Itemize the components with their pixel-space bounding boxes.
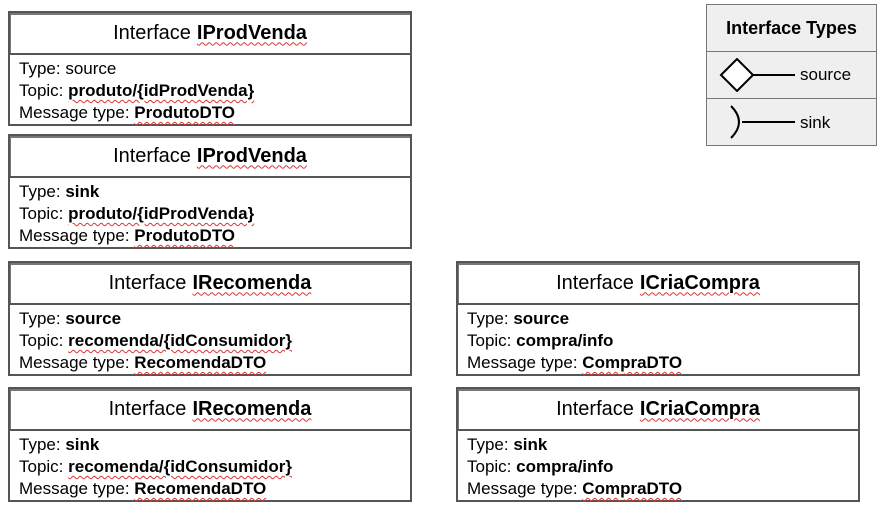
interface-card-iprodvenda-source: Interface IProdVenda Type: source Topic:… [8,11,412,126]
topic-label: Topic: [19,331,64,350]
interface-card-irecomenda-source: Interface IRecomenda Type: source Topic:… [8,261,412,376]
topic-row: Topic: recomenda/{idConsumidor} [19,456,410,478]
type-label: Type: [467,435,509,454]
legend-item-source: source [707,52,876,99]
card-title: Interface IRecomenda [10,263,410,305]
type-label: Type: [19,309,61,328]
card-title: Interface IProdVenda [10,136,410,178]
topic-label: Topic: [467,331,512,350]
interface-types-legend: Interface Types source sink [706,4,877,146]
type-label: Type: [467,309,509,328]
message-value: CompraDTO [582,479,683,498]
title-prefix: Interface [113,144,191,167]
interface-card-icriacompra-sink: Interface ICriaCompra Type: sink Topic: … [456,387,860,502]
legend-label-source: source [800,65,852,84]
type-row: Type: source [19,308,410,330]
message-value: RecomendaDTO [134,479,267,498]
title-name: IProdVenda [196,144,307,167]
topic-label: Topic: [19,204,64,223]
topic-value: recomenda/{idConsumidor} [68,331,293,350]
type-value: source [65,309,122,328]
type-row: Type: sink [19,434,410,456]
topic-label: Topic: [467,457,512,476]
message-row: Message type: CompraDTO [467,478,858,500]
interface-card-iprodvenda-sink: Interface IProdVenda Type: sink Topic: p… [8,134,412,249]
topic-row: Topic: compra/info [467,330,858,352]
message-value: CompraDTO [582,353,683,372]
title-prefix: Interface [113,21,191,44]
type-row: Type: source [467,308,858,330]
message-value: ProdutoDTO [134,226,236,245]
chevron-connector-icon [730,105,795,139]
topic-value: compra/info [516,457,614,476]
title-prefix: Interface [108,271,187,294]
topic-value: produto/{idProdVenda} [68,204,255,223]
type-value: source [513,309,570,328]
type-row: Type: sink [467,434,858,456]
card-title: Interface IProdVenda [10,13,410,55]
title-name: ICriaCompra [639,271,760,294]
message-row: Message type: CompraDTO [467,352,858,374]
topic-value: produto/{idProdVenda} [68,81,255,100]
type-value: sink [65,435,100,454]
card-title: Interface ICriaCompra [458,263,858,305]
message-label: Message type: [19,103,130,122]
type-row: Type: source [19,58,410,80]
legend-label-sink: sink [800,112,831,132]
title-name: ICriaCompra [639,397,760,420]
topic-label: Topic: [19,81,64,100]
card-title: Interface ICriaCompra [458,389,858,431]
topic-row: Topic: recomenda/{idConsumidor} [19,330,410,352]
title-name: IRecomenda [192,397,312,420]
title-prefix: Interface [108,397,187,420]
message-label: Message type: [19,353,130,372]
topic-value: compra/info [516,331,614,350]
type-value: sink [65,182,100,201]
topic-row: Topic: produto/{idProdVenda} [19,203,410,225]
type-value: source [65,59,117,78]
message-row: Message type: ProdutoDTO [19,102,410,124]
type-label: Type: [19,435,61,454]
title-prefix: Interface [556,271,634,294]
topic-row: Topic: produto/{idProdVenda} [19,80,410,102]
type-row: Type: sink [19,181,410,203]
title-prefix: Interface [556,397,634,420]
legend-item-sink: sink [707,99,876,146]
topic-label: Topic: [19,457,64,476]
diamond-connector-icon [719,58,795,92]
message-row: Message type: ProdutoDTO [19,225,410,247]
interface-card-irecomenda-sink: Interface IRecomenda Type: sink Topic: r… [8,387,412,502]
title-name: IRecomenda [192,271,312,294]
message-row: Message type: RecomendaDTO [19,352,410,374]
card-title: Interface IRecomenda [10,389,410,431]
legend-title: Interface Types [707,5,876,52]
title-name: IProdVenda [196,21,307,44]
message-label: Message type: [467,353,578,372]
message-row: Message type: RecomendaDTO [19,478,410,500]
message-label: Message type: [19,479,130,498]
message-label: Message type: [19,226,130,245]
topic-row: Topic: compra/info [467,456,858,478]
message-value: RecomendaDTO [134,353,267,372]
message-label: Message type: [467,479,578,498]
type-label: Type: [19,59,61,78]
type-label: Type: [19,182,61,201]
message-value: ProdutoDTO [134,103,236,122]
type-value: sink [513,435,548,454]
interface-card-icriacompra-source: Interface ICriaCompra Type: source Topic… [456,261,860,376]
topic-value: recomenda/{idConsumidor} [68,457,293,476]
